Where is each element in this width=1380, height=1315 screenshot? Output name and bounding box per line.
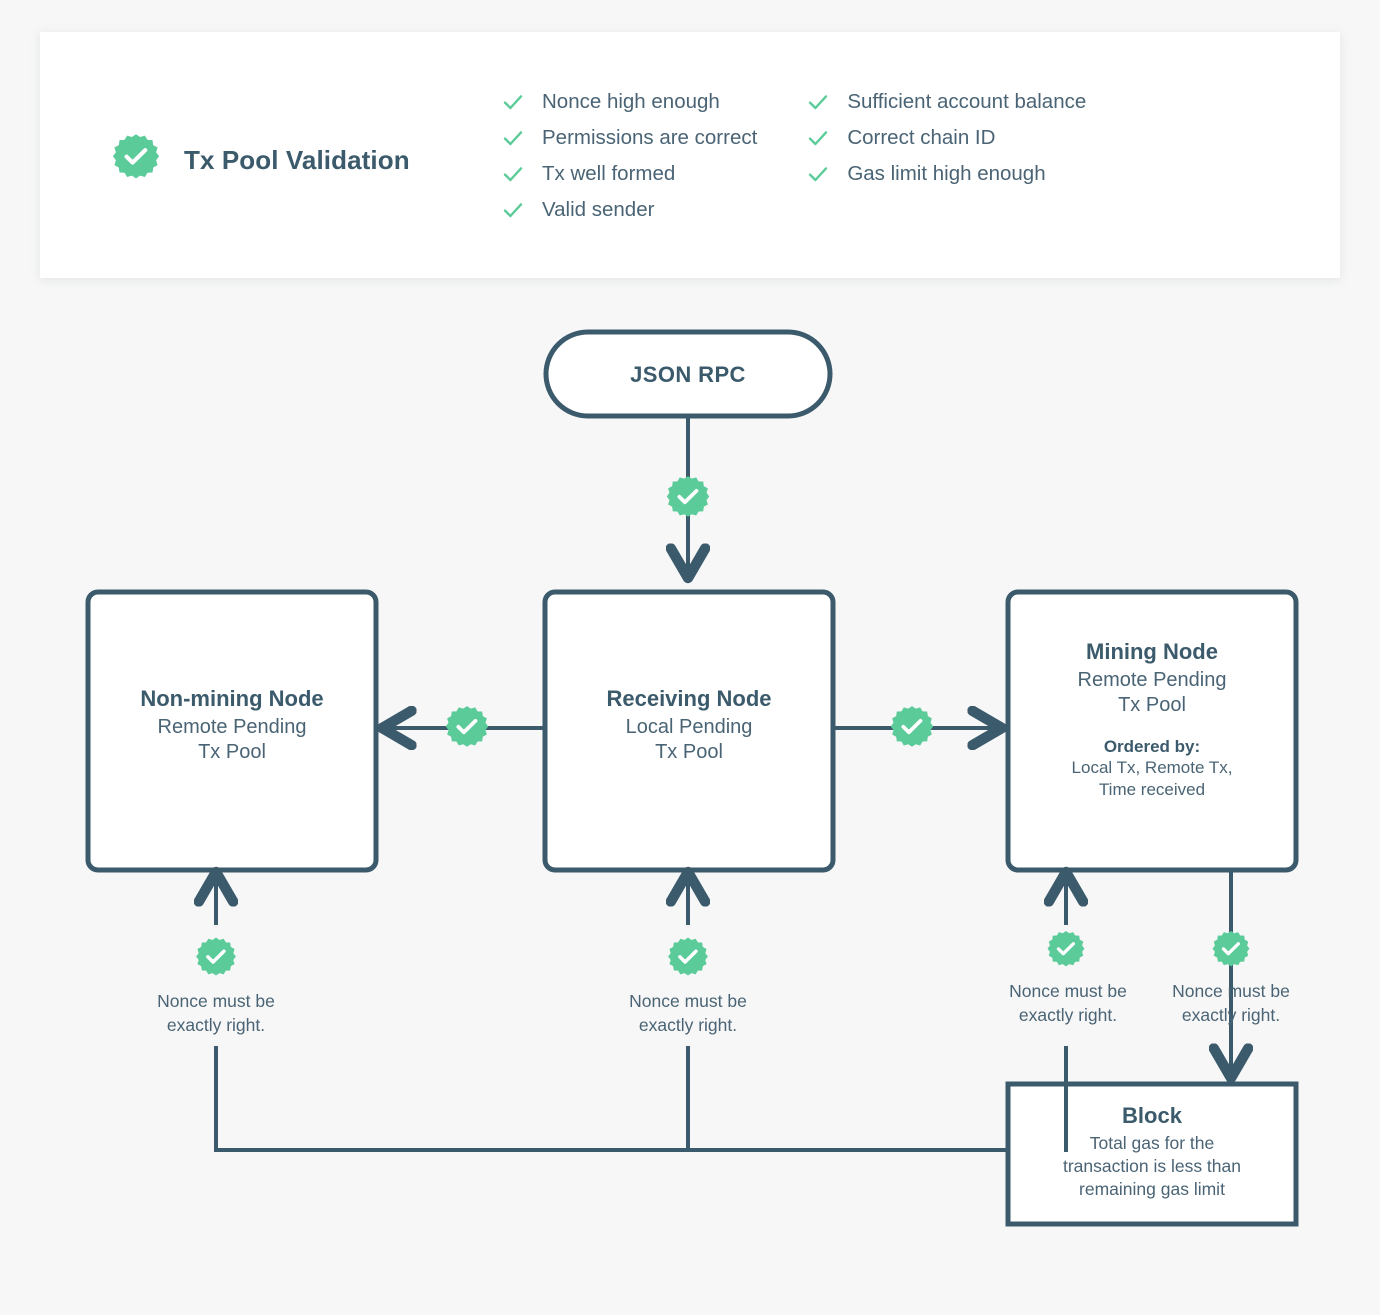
check-icon: [807, 163, 829, 185]
check-icon: [807, 127, 829, 149]
block-description: Total gas for the transaction is less th…: [1062, 1132, 1241, 1199]
check-badge-icon: [666, 476, 710, 517]
block-node: Block Total gas for the transaction is l…: [1008, 1102, 1296, 1201]
check-icon: [502, 199, 524, 221]
checklist-item: Gas limit high enough: [807, 156, 1086, 192]
checklist-item-label: Sufficient account balance: [847, 90, 1087, 113]
tx-flow-diagram: JSON RPC Non-mining Node Remote Pending …: [0, 300, 1380, 1310]
nonce-note: Nonce must be exactly right.: [1172, 981, 1290, 1025]
check-icon: [502, 127, 524, 149]
checklist-item: Tx well formed: [502, 156, 757, 192]
checklist-item-label: Tx well formed: [542, 162, 676, 185]
checklist-item: Nonce high enough: [502, 84, 757, 120]
json-rpc-label: JSON RPC: [630, 362, 746, 387]
validation-checklist: Nonce high enough Permissions are correc…: [502, 84, 1302, 228]
tx-pool-validation-card: Tx Pool Validation Nonce high enough Per…: [40, 32, 1340, 278]
nonce-note: Nonce must be exactly right.: [157, 991, 275, 1035]
block-title: Block: [1122, 1103, 1182, 1128]
checklist-item-label: Valid sender: [542, 198, 655, 221]
checklist-item-label: Nonce high enough: [542, 90, 720, 113]
check-icon: [502, 163, 524, 185]
nonce-note: Nonce must be exactly right.: [1009, 981, 1127, 1025]
check-badge-icon: [445, 706, 489, 747]
checklist-item: Correct chain ID: [807, 120, 1086, 156]
node-title: Receiving Node: [606, 686, 772, 711]
node-subtitle: Remote Pending Tx Pool: [1077, 668, 1227, 716]
checklist-column-left: Nonce high enough Permissions are correc…: [502, 84, 757, 228]
check-badge-icon: [196, 937, 236, 976]
ordered-by-value: Local Tx, Remote Tx, Time received: [1071, 757, 1233, 799]
mining-node: Mining Node Remote Pending Tx Pool Order…: [1008, 638, 1296, 801]
check-badge-icon: [1047, 930, 1085, 967]
nonce-note: Nonce must be exactly right.: [629, 991, 747, 1035]
checklist-item-label: Correct chain ID: [847, 126, 996, 149]
check-badge-icon: [110, 132, 162, 189]
check-badge-icon: [668, 937, 708, 976]
ordered-by-label: Ordered by:: [1103, 736, 1201, 756]
check-icon: [502, 91, 524, 113]
checklist-item-label: Permissions are correct: [542, 126, 758, 149]
checklist-item: Permissions are correct: [502, 120, 757, 156]
node-subtitle: Remote Pending Tx Pool: [157, 715, 307, 763]
card-title: Tx Pool Validation: [184, 145, 410, 175]
check-badge-icon: [890, 706, 934, 747]
checklist-item-label: Gas limit high enough: [847, 162, 1046, 185]
non-mining-node: Non-mining Node Remote Pending Tx Pool: [88, 685, 376, 765]
node-title: Non-mining Node: [140, 686, 324, 711]
receiving-node: Receiving Node Local Pending Tx Pool: [545, 685, 833, 765]
checklist-item: Sufficient account balance: [807, 84, 1086, 120]
node-title: Mining Node: [1086, 639, 1218, 664]
check-badge-icon: [1212, 930, 1250, 967]
card-heading: Tx Pool Validation: [110, 132, 410, 189]
node-subtitle: Local Pending Tx Pool: [625, 715, 753, 763]
checklist-column-right: Sufficient account balance Correct chain…: [807, 84, 1086, 228]
check-icon: [807, 91, 829, 113]
checklist-item: Valid sender: [502, 192, 757, 228]
flow-connectors: [85, 329, 1299, 1227]
